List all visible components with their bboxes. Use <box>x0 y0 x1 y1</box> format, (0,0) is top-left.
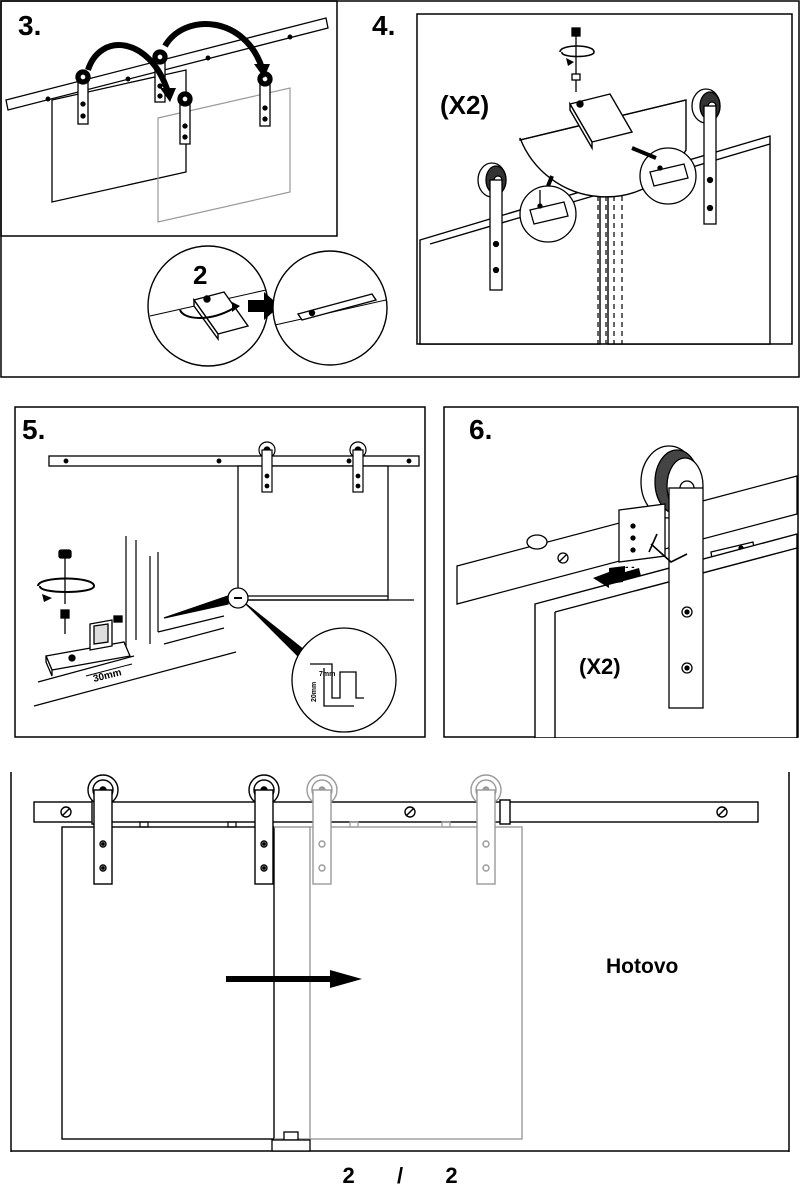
step5-number: 5. <box>22 414 46 445</box>
roller-hanger-icon <box>75 69 91 125</box>
step6-panel: - - - 6. (X2) <box>443 406 800 738</box>
roller-hanger-icon <box>177 91 193 145</box>
top-outer-frame <box>0 0 800 378</box>
step3-sub-number: 2 <box>193 260 208 290</box>
final-door <box>61 826 275 1140</box>
step4-multiplier: (X2) <box>440 90 490 120</box>
step5-rail <box>48 455 420 467</box>
roller-hanger-icon <box>349 441 367 493</box>
step5-panel: 30mm 7mm 20mm 5. <box>14 406 426 738</box>
step3-panel: 3. 2 4. (X2) <box>0 0 800 378</box>
step4-gap-lines <box>597 196 623 344</box>
step6-multiplier: (X2) <box>579 654 621 679</box>
step4-number: 4. <box>372 10 396 41</box>
roller-hanger-icon <box>257 71 273 127</box>
roller-hanger-icon <box>87 774 119 885</box>
step4-inset-right <box>639 147 697 205</box>
roller-hanger-icon <box>477 162 507 291</box>
step5-wall <box>33 536 237 707</box>
step6-drawing: - - - <box>443 406 799 738</box>
step5-detail-pointer <box>163 587 305 657</box>
roller-hanger-icon <box>691 88 721 225</box>
step5-dim-depth: 20mm <box>311 682 318 702</box>
floor-guide-icon <box>45 619 131 677</box>
step3-ghost-door <box>157 87 291 223</box>
step5-door <box>232 465 414 601</box>
wrench-icon <box>648 533 688 563</box>
step5-dim-width: 7mm <box>319 671 335 678</box>
step3-inset-left <box>147 245 269 367</box>
screw-icon <box>559 27 595 92</box>
step6-number: 6. <box>469 414 493 445</box>
step3-number: 3. <box>18 10 42 41</box>
page-indicator: 2 / 2 <box>0 1163 800 1189</box>
step3-inset-right <box>272 250 388 366</box>
step4-inset-left <box>519 185 577 243</box>
svg-text:- - -: - - - <box>619 562 635 573</box>
step6-door <box>534 533 798 738</box>
final-drawing <box>10 772 790 1152</box>
step3-move-arrows <box>85 21 265 93</box>
roller-hanger-icon <box>306 774 338 885</box>
page-total: 2 <box>445 1163 458 1188</box>
step5-dimension <box>85 663 133 677</box>
step4-pointer-lines <box>546 146 657 187</box>
roller-hanger-icon <box>470 774 502 885</box>
direction-arrow-icon <box>226 970 362 988</box>
step5-dim-spacing: 30mm <box>92 667 123 685</box>
floor-guide-icon <box>271 1131 311 1152</box>
step6-clamp <box>618 503 666 563</box>
final-panel <box>10 772 790 1152</box>
roller-hanger-icon <box>640 445 704 709</box>
roller-hanger-icon <box>248 774 280 885</box>
direction-arrow-icon <box>593 566 641 588</box>
final-rail <box>33 799 759 825</box>
step5-drawing: 30mm 7mm 20mm <box>14 406 426 738</box>
final-label: Hotovo <box>606 955 679 978</box>
step5-detail-inset <box>291 627 397 733</box>
page-separator: / <box>396 1163 404 1188</box>
step6-side-roller <box>526 534 548 550</box>
direction-arrow-icon <box>248 292 280 320</box>
roller-hanger-icon <box>258 441 276 493</box>
page-current: 2 <box>342 1163 355 1188</box>
screw-icon <box>37 549 123 634</box>
